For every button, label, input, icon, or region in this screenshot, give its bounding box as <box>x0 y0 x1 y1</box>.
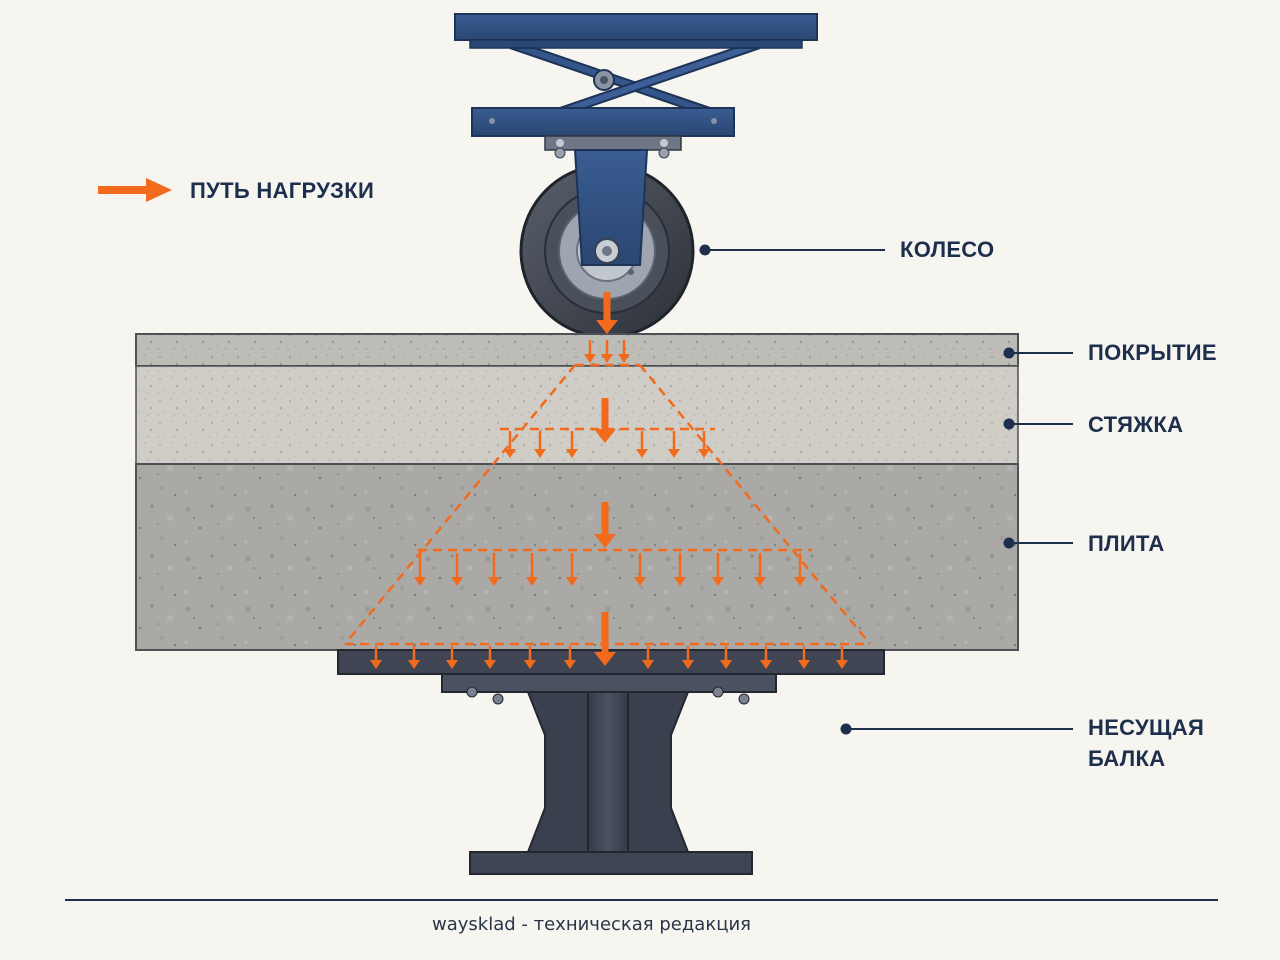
footer-separator: - <box>515 914 534 935</box>
load-arrow-screed-small <box>668 431 680 458</box>
footer-brand: waysklad <box>432 914 516 935</box>
label-covering: ПОКРЫТИЕ <box>1088 340 1217 365</box>
load-arrow-screed-small <box>534 431 546 458</box>
load-arrow-screed-small <box>698 431 710 458</box>
load-arrow-slab-small <box>488 553 500 586</box>
label-beam-line1: НЕСУЩАЯ <box>1088 715 1205 740</box>
load-arrow-slab-small <box>526 553 538 586</box>
covering-layer <box>135 333 1019 367</box>
load-arrow-slab <box>594 502 616 548</box>
load-arrow-beam-small <box>524 646 536 669</box>
load-arrow-beam <box>594 612 616 666</box>
load-arrow-screed-small <box>566 431 578 458</box>
label-screed: СТЯЖКА <box>1088 412 1184 437</box>
steel-i-beam-icon <box>337 649 885 875</box>
leader-lines <box>699 244 1073 735</box>
load-arrow-slab-small <box>634 553 646 586</box>
load-arrow-slab-small <box>451 553 463 586</box>
load-arrow-main <box>596 292 618 334</box>
load-arrow-beam-small <box>370 646 382 669</box>
load-arrow-beam-small <box>836 646 848 669</box>
load-arrow-beam-small <box>642 646 654 669</box>
load-arrow-screed <box>594 398 616 443</box>
load-arrow-slab-small <box>414 553 426 586</box>
load-arrow-beam-small <box>720 646 732 669</box>
orange-arrow-icon <box>98 178 172 202</box>
load-arrow-slab-small <box>712 553 724 586</box>
load-arrow-beam-small <box>446 646 458 669</box>
label-beam-line2: БАЛКА <box>1088 746 1166 771</box>
load-arrow-contact <box>601 340 613 363</box>
slab-layer <box>135 463 1019 651</box>
load-arrows <box>370 292 848 669</box>
label-beam: НЕСУЩАЯ БАЛКА <box>1088 712 1204 774</box>
load-arrow-beam-small <box>760 646 772 669</box>
load-arrow-slab-small <box>566 553 578 586</box>
footer-caption-text: техническая редакция <box>533 914 751 935</box>
label-wheel: КОЛЕСО <box>900 237 995 262</box>
screed-layer <box>135 365 1019 465</box>
scissor-lift-frame <box>454 13 818 137</box>
load-arrow-screed-small <box>504 431 516 458</box>
load-arrow-slab-small <box>754 553 766 586</box>
footer-caption: waysklad - техническая редакция <box>432 914 751 935</box>
legend-load-path-label: ПУТЬ НАГРУЗКИ <box>190 178 375 203</box>
load-arrow-beam-small <box>798 646 810 669</box>
load-arrow-slab-small <box>794 553 806 586</box>
load-arrow-contact <box>584 340 596 363</box>
load-arrow-beam-small <box>408 646 420 669</box>
load-arrow-slab-small <box>674 553 686 586</box>
load-arrow-screed-small <box>636 431 648 458</box>
load-arrow-contact <box>618 340 630 363</box>
load-arrow-beam-small <box>682 646 694 669</box>
caster-wheel-icon <box>519 135 695 339</box>
load-arrow-beam-small <box>484 646 496 669</box>
label-slab: ПЛИТА <box>1088 531 1165 556</box>
load-arrow-beam-small <box>564 646 576 669</box>
